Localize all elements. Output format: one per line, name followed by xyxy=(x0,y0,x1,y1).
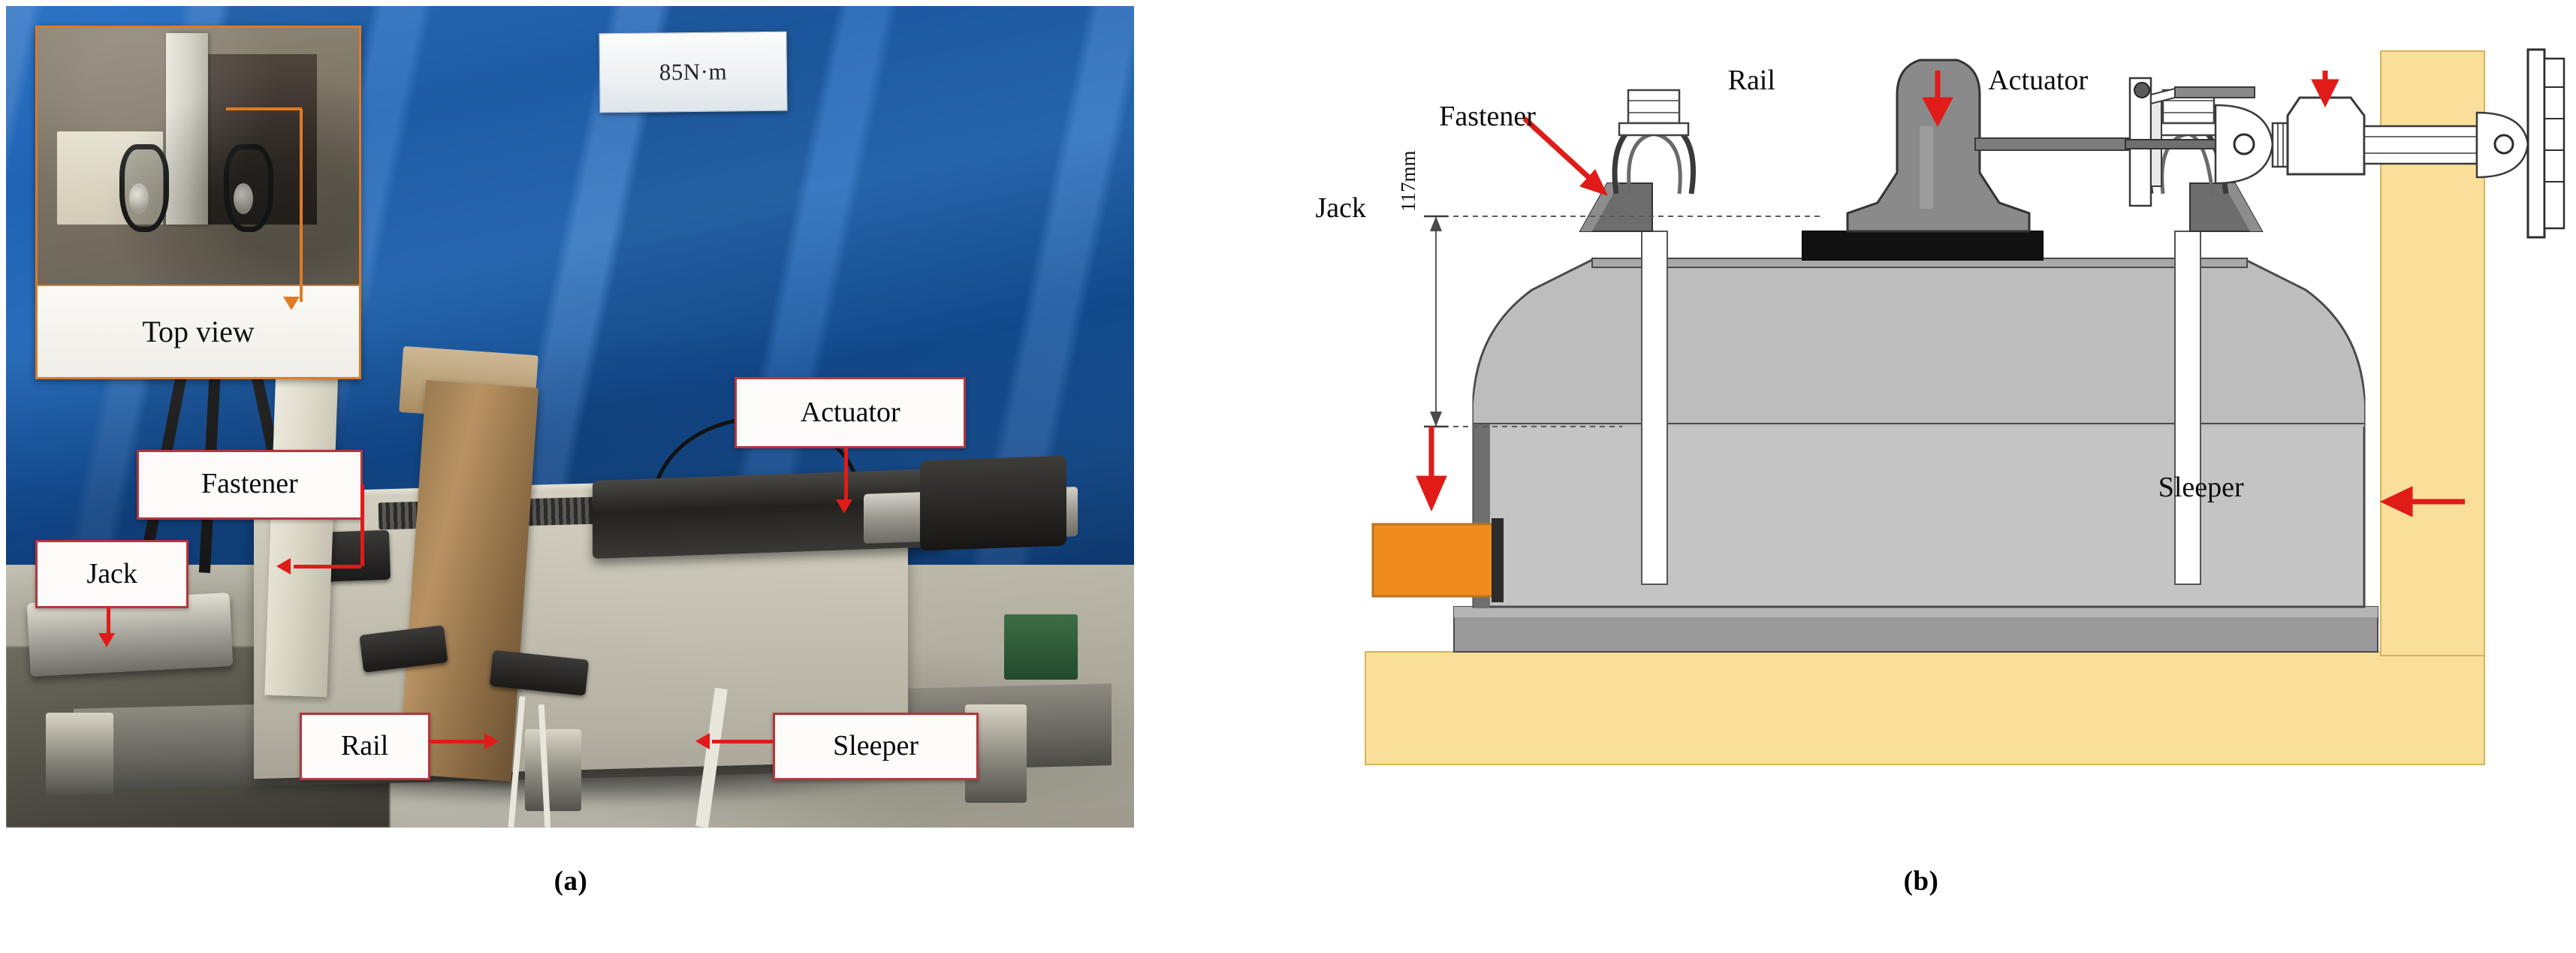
arrow-down-actuator-icon xyxy=(836,499,853,514)
photo-label-actuator: Actuator xyxy=(734,377,967,448)
experimental-setup-photo: 85N·m Top view xyxy=(6,6,1134,828)
photo-label-fastener-text: Fastener xyxy=(201,468,298,500)
dimension-117mm xyxy=(1424,215,1823,428)
inset-caption: Top view xyxy=(38,285,360,378)
leader-sleeper xyxy=(712,739,774,743)
leader-jack xyxy=(106,605,110,635)
diagram-label-rail: Rail xyxy=(1727,64,1775,96)
arrow-down-jack-icon xyxy=(98,632,116,647)
sleeper-cross-section xyxy=(1472,258,2366,608)
diagram-label-actuator: Actuator xyxy=(1988,64,2089,96)
leader-actuator xyxy=(843,448,848,502)
arrow-left-fastener-icon xyxy=(276,558,291,575)
photo-label-jack: Jack xyxy=(35,540,189,608)
panel-b-schematic: Fastener Rail Actuator Jack Sleeper 117m… xyxy=(1277,6,2565,828)
fastener-assembly-right xyxy=(2146,89,2264,585)
anchor-bolt-left xyxy=(45,712,113,795)
arrow-right-rail-icon xyxy=(484,733,499,750)
base-plate xyxy=(1453,606,2378,653)
top-view-inset: Top view xyxy=(35,26,362,380)
photo-label-actuator-text: Actuator xyxy=(800,396,900,428)
inset-fastener-clip-left xyxy=(119,144,169,233)
jack-block xyxy=(1371,518,1504,602)
arrow-left-sleeper-icon xyxy=(695,733,710,750)
photo-label-rail: Rail xyxy=(299,712,430,780)
rail-pad xyxy=(1802,231,2044,261)
anchor-bolt-center xyxy=(524,728,581,812)
leader-rail xyxy=(429,739,486,743)
caption-panel-a: (a) xyxy=(554,866,588,897)
rail-profile xyxy=(1846,59,2031,233)
inset-leader-vertical xyxy=(299,108,303,302)
diagram-label-jack: Jack xyxy=(1315,192,1366,225)
photo-label-sleeper: Sleeper xyxy=(773,712,979,780)
caption-panel-b: (b) xyxy=(1903,866,1939,897)
torque-placard: 85N·m xyxy=(599,31,788,113)
test-rig-schematic: Fastener Rail Actuator Jack Sleeper 117m… xyxy=(1277,6,2565,828)
diagram-label-sleeper: Sleeper xyxy=(2158,472,2244,504)
fastener-assembly-left xyxy=(1579,89,1696,585)
diagram-label-fastener: Fastener xyxy=(1439,100,1536,132)
actuator-motor xyxy=(919,455,1066,551)
inset-bolt-nut-left xyxy=(129,182,149,214)
inset-leader-horizontal xyxy=(225,107,302,110)
leader-fastener-horizontal xyxy=(294,564,362,568)
inset-rail xyxy=(166,33,208,225)
inset-leader-arrow-icon xyxy=(283,297,300,311)
loading-train xyxy=(1974,48,2565,239)
inset-caption-text: Top view xyxy=(142,315,255,349)
photo-label-sleeper-text: Sleeper xyxy=(833,729,919,761)
inset-bolt-nut-right xyxy=(234,182,253,214)
inset-bearing-pad xyxy=(56,131,163,225)
inset-scene xyxy=(38,28,360,287)
inset-fastener-clip-right xyxy=(224,144,273,233)
panel-a-photograph: 85N·m Top view xyxy=(6,6,1134,828)
torque-placard-text: 85N·m xyxy=(659,58,728,86)
leader-fastener-vertical xyxy=(360,484,364,567)
photo-label-rail-text: Rail xyxy=(340,729,389,761)
schematic-svg xyxy=(1365,48,2565,765)
diagram-dimension-117mm: 117mm xyxy=(1396,149,1419,212)
photo-label-fastener: Fastener xyxy=(137,449,363,520)
annotation-arrows xyxy=(1416,71,2465,517)
photo-label-jack-text: Jack xyxy=(86,557,137,590)
green-equipment-box xyxy=(1004,614,1078,680)
